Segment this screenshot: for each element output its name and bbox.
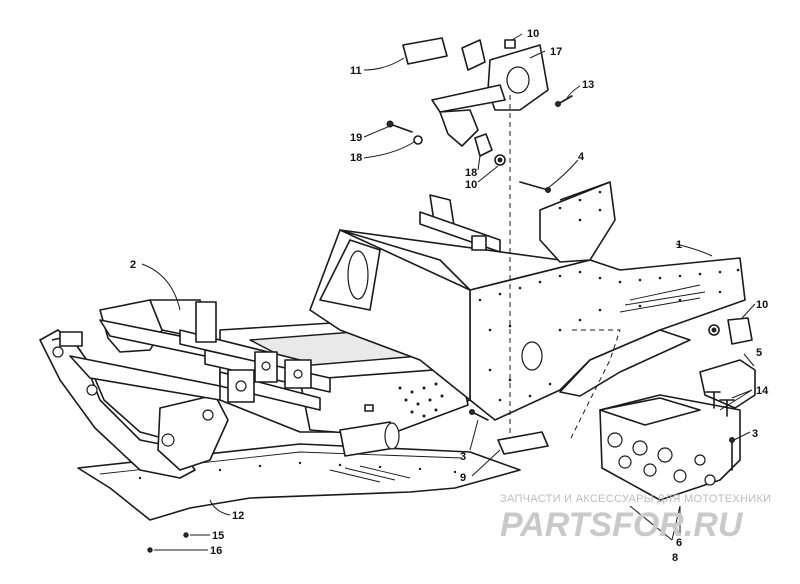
callout-14: 14: [756, 385, 769, 397]
callout-labels: 10 17 11 13 19 18 18 10 4 1 2 10 5 14 3 …: [130, 28, 769, 564]
callout-10: 10: [465, 179, 477, 191]
bolt-4: [519, 181, 551, 193]
callout-11: 11: [350, 65, 362, 77]
assembly-line-2: [569, 329, 621, 441]
watermark-tagline: ЗАПЧАСТИ И АКСЕССУАРЫ ДЛЯ МОТОТЕХНИКИ: [500, 493, 771, 505]
callout-3: 3: [752, 428, 758, 440]
rear-footrest-assembly: [497, 317, 756, 501]
callout-19: 19: [350, 132, 362, 144]
callout-16: 16: [210, 545, 222, 557]
callout-18: 18: [350, 152, 362, 164]
callout-18: 18: [465, 167, 477, 179]
callout-10: 10: [756, 299, 768, 311]
watermark: ЗАПЧАСТИ И АКСЕССУАРЫ ДЛЯ МОТОТЕХНИКИ PA…: [500, 493, 771, 544]
callout-17: 17: [550, 46, 562, 58]
callout-12: 12: [232, 510, 244, 522]
steering-support-assembly: [386, 37, 573, 166]
callout-5: 5: [756, 347, 762, 359]
leader-lines: [141, 33, 756, 551]
callout-9: 9: [460, 472, 466, 484]
screw-15: [183, 532, 189, 538]
watermark-logo: PARTSFOR.RU: [500, 506, 744, 544]
callout-13: 13: [582, 79, 594, 91]
callout-10: 10: [527, 28, 539, 40]
rivet-16: [147, 547, 153, 553]
front-bumper-frame: [39, 299, 263, 479]
callout-8: 8: [672, 552, 678, 564]
callout-6: 6: [676, 537, 682, 549]
callout-4: 4: [578, 151, 585, 163]
callout-2: 2: [130, 259, 136, 271]
callout-1: 1: [676, 239, 682, 251]
tunnel: [309, 181, 746, 421]
callout-15: 15: [212, 530, 224, 542]
bolt-3-head: [469, 409, 475, 415]
callout-3: 3: [460, 451, 466, 463]
